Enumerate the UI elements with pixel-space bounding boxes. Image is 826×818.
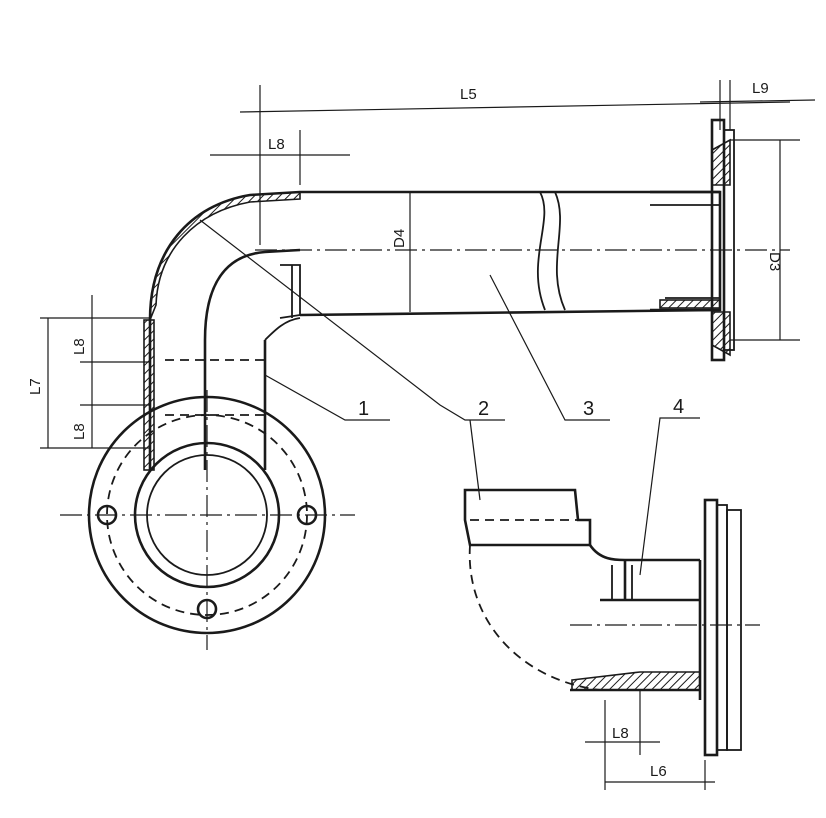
elbow-view: [463, 488, 760, 757]
dim-L5-label: L5: [460, 86, 477, 103]
dim-L6-label: L6: [650, 763, 667, 780]
dim-D3-label: D3: [766, 252, 783, 271]
callout-1: 1: [358, 398, 369, 420]
dimension-lines: [40, 80, 816, 790]
dim-L9-label: L9: [752, 80, 769, 97]
flange-view: [60, 317, 355, 650]
callout-4: 4: [673, 396, 684, 418]
dim-L8-left-top-label: L8: [71, 338, 88, 355]
dim-L8-top-label: L8: [268, 136, 285, 153]
dim-L8-left-bottom-label: L8: [71, 423, 88, 440]
dim-L7-label: L7: [27, 378, 44, 395]
dim-L8-bottom-label: L8: [612, 725, 629, 742]
callout-2: 2: [478, 398, 489, 420]
callout-3: 3: [583, 398, 594, 420]
callout-leaders: [199, 219, 700, 576]
main-pipe-view: [148, 118, 790, 362]
dim-D4-label: D4: [391, 229, 408, 248]
